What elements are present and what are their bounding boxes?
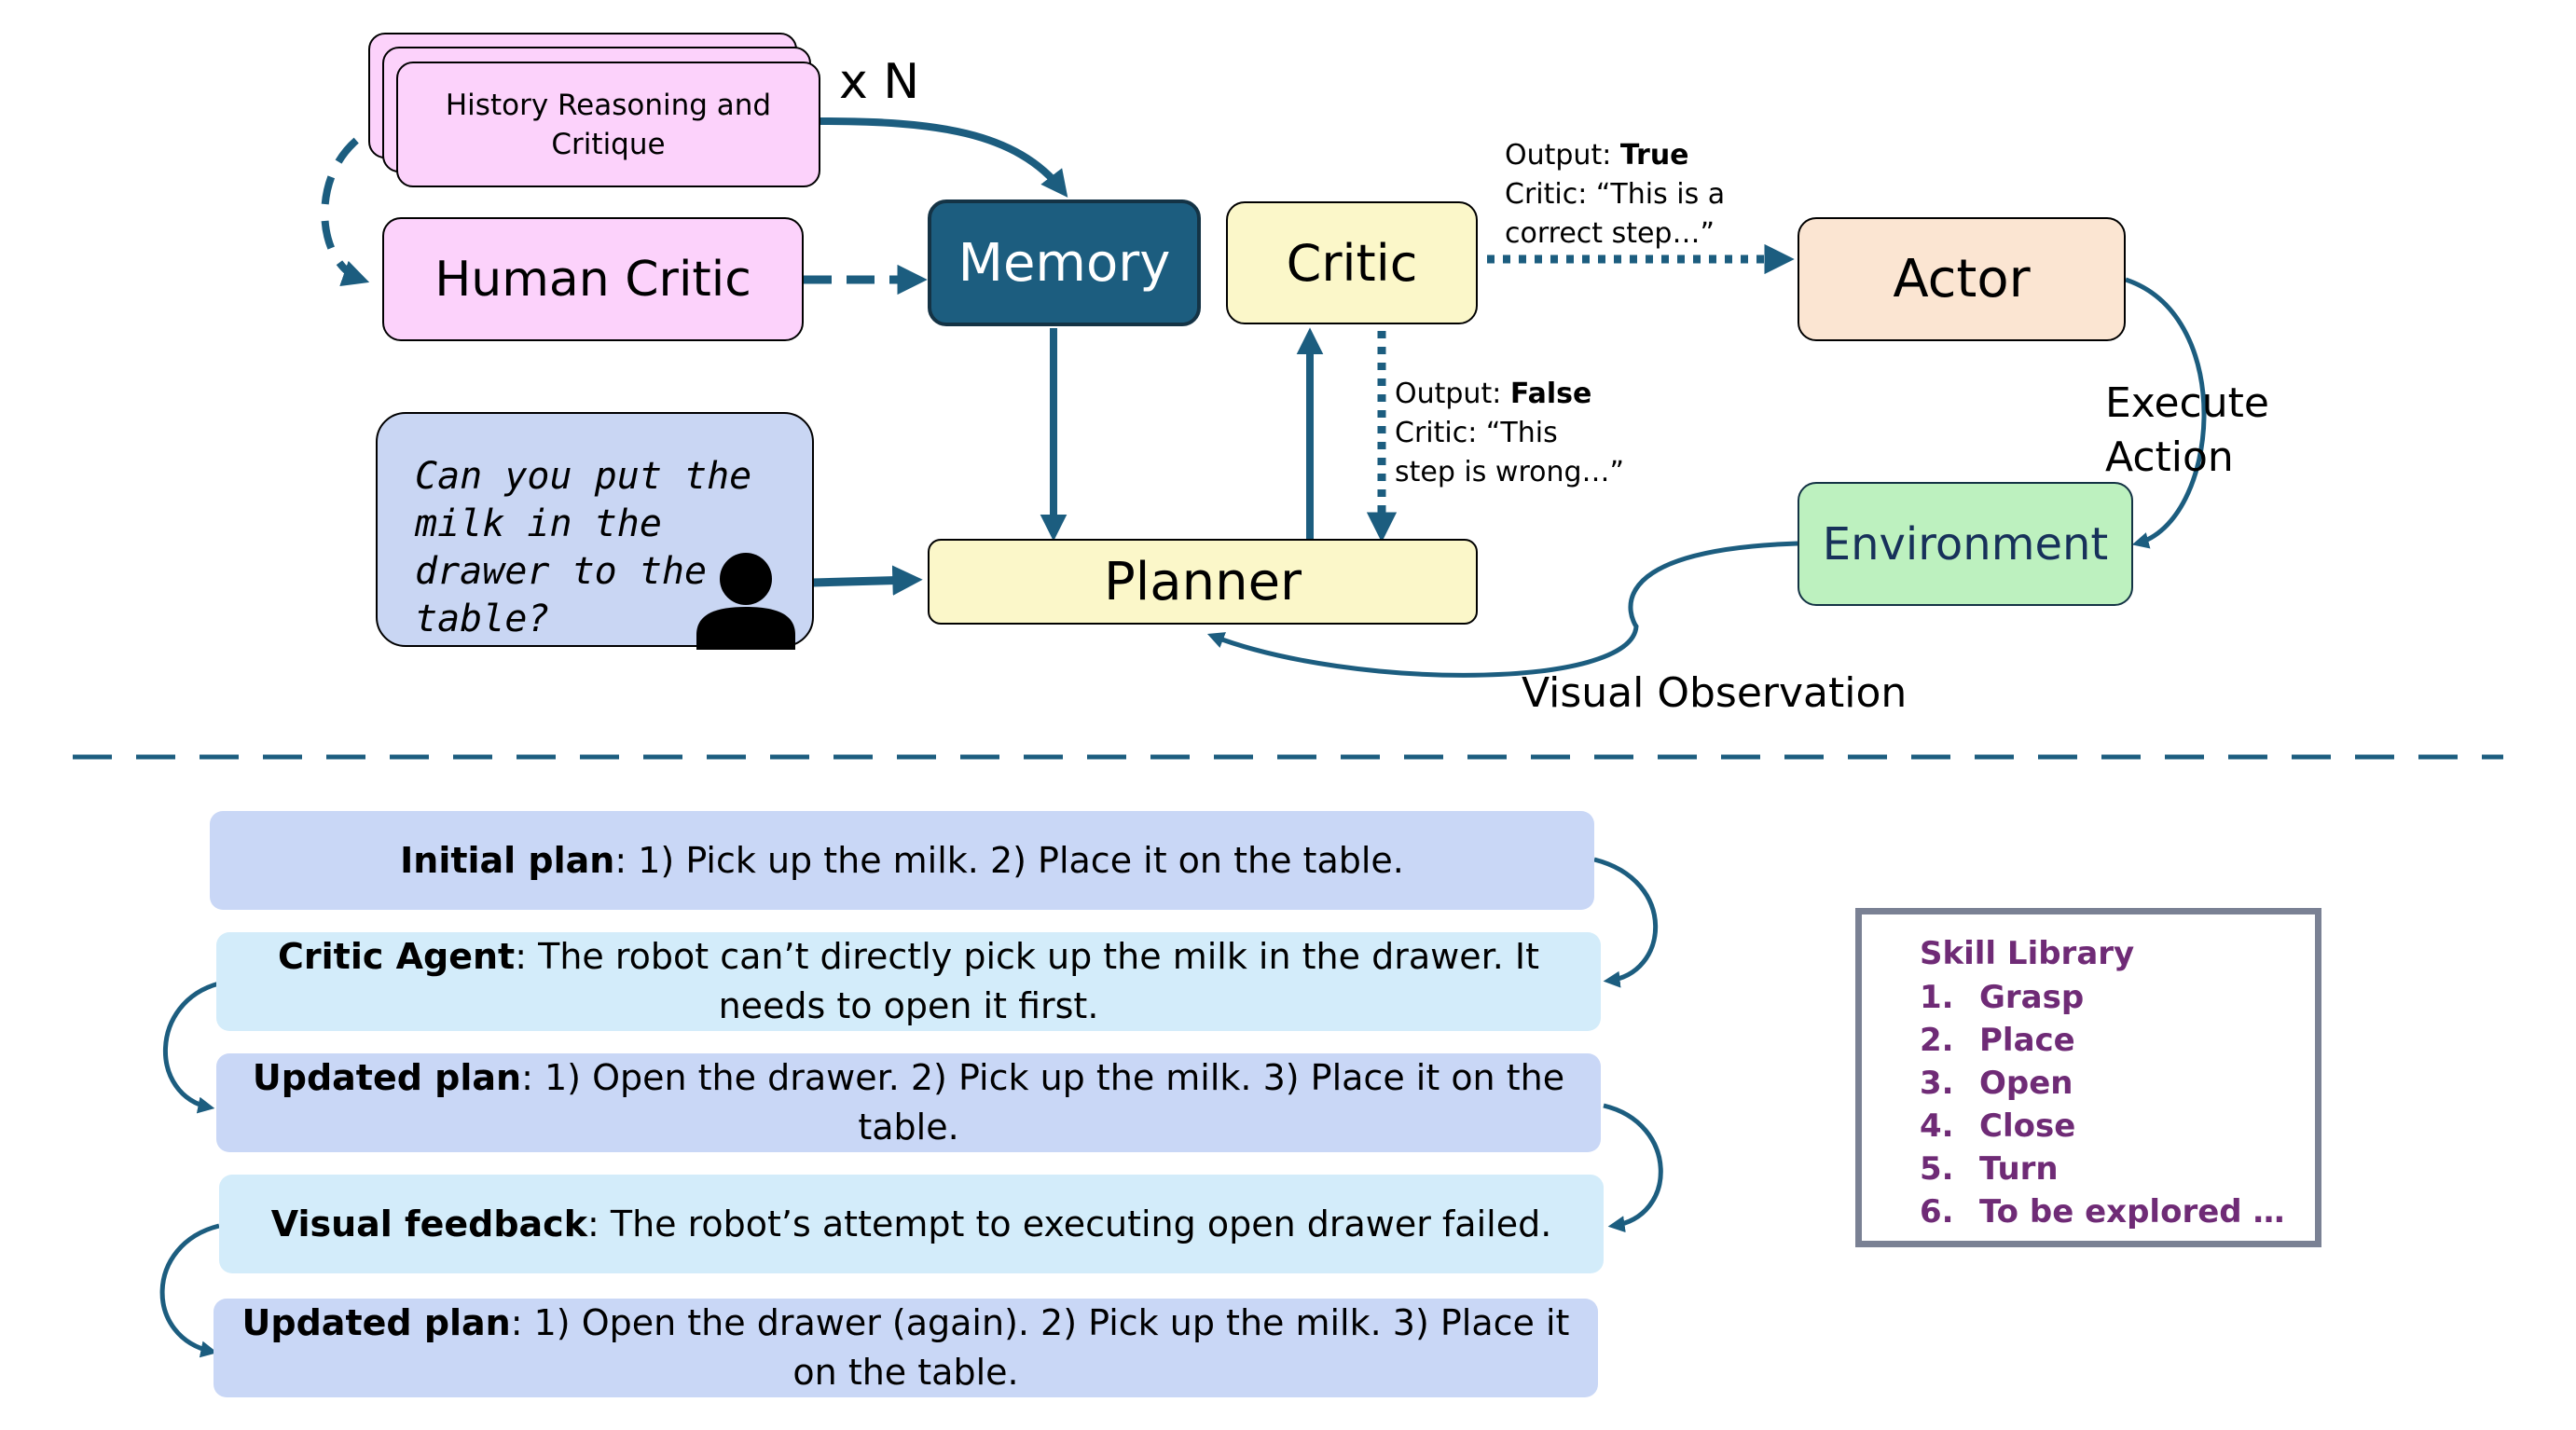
planner-box: Planner — [928, 539, 1478, 625]
skill-label: Open — [1979, 1065, 2073, 1102]
plan-head: Critic Agent — [278, 936, 516, 977]
plan-text: : The robot can’t directly pick up the m… — [515, 936, 1539, 1026]
environment-label: Environment — [1822, 517, 2109, 571]
plan-head: Updated plan — [241, 1302, 511, 1343]
skill-list: 1. Grasp 2. Place 3. Open 4. Close 5. Turn 6.… — [1920, 976, 2284, 1233]
skill-item: 2. Place — [1920, 1019, 2284, 1062]
skill-item: 6. To be explored … — [1920, 1190, 2284, 1233]
history-to-memory-arrow — [820, 117, 1068, 198]
true-output-value: True — [1619, 139, 1689, 172]
planner-label: Planner — [1103, 551, 1302, 612]
actor-box: Actor — [1798, 217, 2126, 341]
skill-item: 5. Turn — [1920, 1148, 2284, 1190]
plan-head: Initial plan — [400, 839, 615, 881]
plan-box-initial: Initial plan: 1) Pick up the milk. 2) Pl… — [210, 811, 1594, 910]
execute-action-label: Execute Action — [2105, 377, 2269, 485]
skill-label: Turn — [1979, 1150, 2059, 1188]
person-icon — [696, 553, 795, 650]
true-output-prefix: Output: — [1505, 139, 1620, 172]
plan-flow-arrow-4 — [159, 1223, 220, 1358]
false-output-line3: step is wrong…” — [1395, 456, 1625, 488]
plan-box-visual-feedback: Visual feedback: The robot’s attempt to … — [219, 1175, 1604, 1273]
visual-observation-label: Visual Observation — [1522, 669, 1908, 717]
skill-label: Place — [1979, 1022, 2075, 1059]
skill-item: 3. Open — [1920, 1062, 2284, 1105]
false-output-line2: Critic: “This — [1395, 417, 1558, 449]
critic-box: Critic — [1226, 201, 1478, 324]
plan-box-updated-1: Updated plan: 1) Open the drawer. 2) Pic… — [216, 1053, 1601, 1152]
skill-library-title: Skill Library — [1920, 935, 2135, 972]
skill-number: 2. — [1920, 1022, 1954, 1059]
query-to-planner-arrow — [812, 565, 923, 596]
critic-false-output: Output: False Critic: “This step is wron… — [1395, 375, 1624, 492]
execute-action-arrow — [2125, 277, 2207, 549]
human-critic-box: Human Critic — [382, 217, 804, 341]
plan-text: : 1) Open the drawer. 2) Pick up the mil… — [521, 1057, 1565, 1148]
true-output-line3: correct step…” — [1505, 217, 1715, 250]
plan-head: Updated plan — [252, 1057, 522, 1098]
plan-flow-arrow-1 — [1593, 857, 1659, 988]
actor-label: Actor — [1893, 249, 2031, 309]
repeat-label: x N — [839, 54, 920, 110]
true-output-line2: Critic: “This is a — [1505, 178, 1726, 211]
plan-box-critic-agent: Critic Agent: The robot can’t directly p… — [216, 932, 1601, 1031]
execute-action-line2: Action — [2105, 433, 2234, 481]
skill-label: To be explored … — [1979, 1193, 2285, 1231]
skill-number: 6. — [1920, 1193, 1954, 1231]
skill-library-panel: Skill Library 1. Grasp 2. Place 3. Open 4. C… — [1855, 908, 2321, 1247]
user-query-text: Can you put the milk in the drawer to th… — [415, 455, 752, 640]
skill-number: 3. — [1920, 1065, 1954, 1102]
environment-box: Environment — [1798, 482, 2133, 606]
skill-number: 5. — [1920, 1150, 1954, 1188]
history-to-human-critic-dashed-arrow — [321, 117, 397, 286]
false-output-value: False — [1509, 378, 1592, 410]
history-reasoning-label: History Reasoning and Critique — [445, 88, 772, 161]
skill-label: Close — [1979, 1107, 2076, 1145]
plan-text: : 1) Open the drawer (again). 2) Pick up… — [510, 1302, 1570, 1393]
plan-flow-arrow-2 — [163, 981, 220, 1114]
critic-true-output: Output: True Critic: “This is a correct … — [1505, 136, 1725, 254]
plan-box-updated-2: Updated plan: 1) Open the drawer (again)… — [214, 1299, 1598, 1397]
false-output-prefix: Output: — [1395, 378, 1510, 410]
skill-number: 4. — [1920, 1107, 1954, 1145]
user-query-box: Can you put the milk in the drawer to th… — [376, 412, 814, 650]
human-critic-label: Human Critic — [434, 251, 751, 308]
skill-item: 4. Close — [1920, 1105, 2284, 1148]
skill-label: Grasp — [1979, 979, 2085, 1016]
skill-item: 1. Grasp — [1920, 976, 2284, 1019]
plan-text: : 1) Pick up the milk. 2) Place it on th… — [614, 839, 1404, 881]
plan-head: Visual feedback — [270, 1203, 587, 1244]
plan-text: : The robot’s attempt to executing open … — [586, 1203, 1552, 1244]
visual-observation-arrow — [1206, 541, 1798, 678]
skill-number: 1. — [1920, 979, 1954, 1016]
execute-action-line1: Execute — [2105, 379, 2269, 427]
memory-box: Memory — [928, 199, 1201, 326]
critic-label: Critic — [1286, 233, 1418, 293]
memory-label: Memory — [957, 232, 1171, 294]
plan-flow-arrow-3 — [1603, 1103, 1663, 1233]
history-reasoning-box: History Reasoning and Critique — [396, 62, 820, 187]
